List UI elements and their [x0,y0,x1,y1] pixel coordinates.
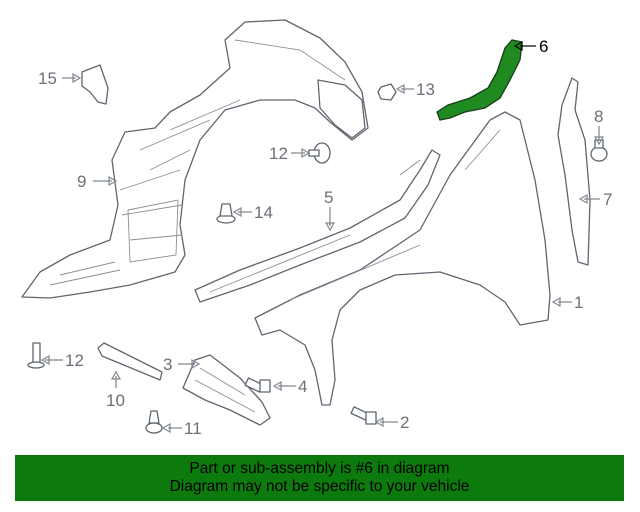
callout-14: 14 [254,203,273,222]
callout-12-upper: 12 [269,144,288,163]
part-12-pin-lower[interactable] [27,342,45,369]
callout-2: 2 [400,413,409,432]
part-1-fender[interactable] [254,111,551,406]
part-12-clip-upper[interactable] [308,142,331,164]
part-11-clip[interactable] [145,410,163,434]
part-14-clip[interactable] [216,203,236,224]
callout-15: 15 [38,69,57,88]
callout-12-lower: 12 [65,351,84,370]
part-4-bolt[interactable] [244,377,271,393]
callout-labels: 1 2 3 4 5 6 7 8 9 10 11 12 12 13 14 15 [38,37,612,438]
callout-11: 11 [184,419,202,438]
callout-6: 6 [539,37,548,56]
callout-5: 5 [324,188,333,207]
leader-lines [40,40,605,434]
part-10-strip[interactable] [97,342,163,381]
part-15-bracket[interactable] [81,64,109,105]
part-13-nut[interactable] [377,83,397,101]
callout-13: 13 [416,80,435,99]
callout-9: 9 [77,172,86,191]
info-banner: Part or sub-assembly is #6 in diagram Di… [15,455,624,501]
part-7-strip[interactable] [557,77,591,266]
callout-3: 3 [163,355,172,374]
part-5-rail[interactable] [194,149,441,303]
callout-1: 1 [574,293,583,312]
callout-10: 10 [106,391,125,410]
banner-line-2: Diagram may not be specific to your vehi… [169,478,470,495]
parts-diagram: 1 2 3 4 5 6 7 8 9 10 11 12 12 13 14 15 [21,19,612,438]
callout-4: 4 [298,377,307,396]
part-6-bracket-highlighted[interactable] [436,39,523,121]
callout-7: 7 [603,190,612,209]
part-3-bracket[interactable] [182,354,271,426]
callout-8: 8 [594,107,603,126]
banner-line-1: Part or sub-assembly is #6 in diagram [189,460,450,477]
part-2-bolt[interactable] [350,406,377,425]
fender-liner-part-9[interactable] [21,19,369,299]
